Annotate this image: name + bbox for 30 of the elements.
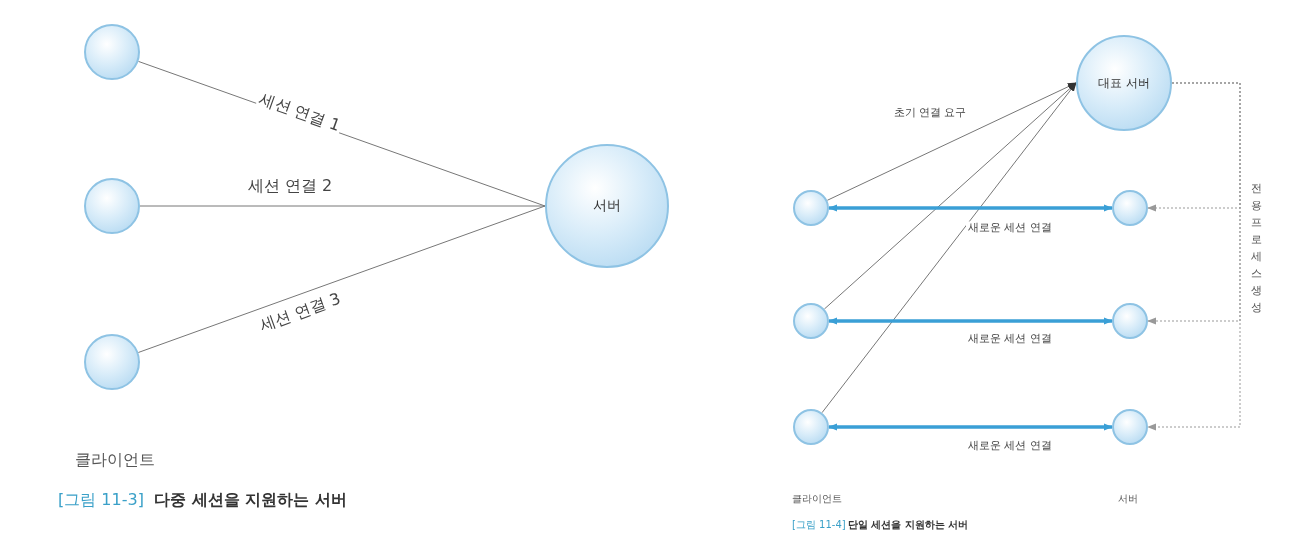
connector-line	[1147, 82, 1241, 431]
vertical-label: 전용 프로세스 생성	[1250, 181, 1262, 316]
edge-label: 초기 연결 요구	[891, 106, 969, 120]
connector-line	[828, 423, 1113, 431]
label-text: 클라이언트	[792, 492, 842, 506]
connector-line	[828, 204, 1113, 212]
client-circle	[793, 409, 829, 445]
client-circle	[84, 334, 140, 390]
connector-line	[137, 205, 546, 353]
figure-number: [그림 11-4]	[792, 518, 846, 532]
caption-text: 단일 세션을 지원하는 서버	[848, 518, 969, 532]
client-circle	[793, 303, 829, 339]
edge-label: 새로운 세션 연결	[966, 221, 1054, 235]
label-text: 서버	[1118, 492, 1138, 506]
connector-line	[139, 205, 546, 207]
connector-line	[826, 82, 1077, 201]
client-circle	[793, 190, 829, 226]
client-circle	[1112, 409, 1148, 445]
label-text: 클라이언트	[75, 450, 155, 471]
edge-label: 새로운 세션 연결	[966, 439, 1054, 453]
caption-text: 다중 세션을 지원하는 서버	[154, 490, 347, 511]
server-circle: 서버	[545, 144, 669, 268]
client-circle	[84, 178, 140, 234]
client-circle	[1112, 303, 1148, 339]
server-circle: 대표 서버	[1076, 35, 1172, 131]
client-circle	[84, 24, 140, 80]
figure-number: [그림 11-3]	[58, 490, 144, 511]
client-circle	[1112, 190, 1148, 226]
connector-line	[828, 317, 1113, 325]
edge-label: 새로운 세션 연결	[966, 332, 1054, 346]
